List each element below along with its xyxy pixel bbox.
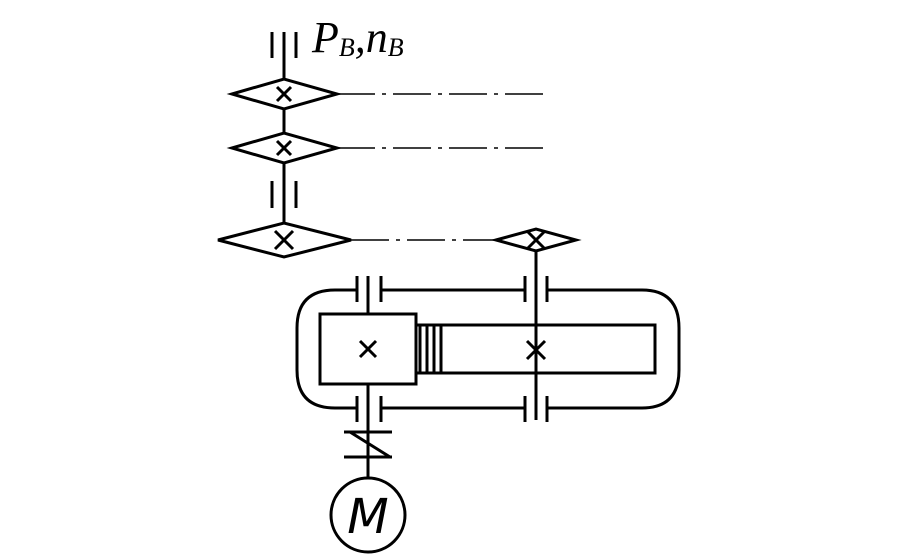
speed-subscript: B [388,33,404,62]
electric-motor [329,476,407,554]
large-driven-sprocket [217,221,352,259]
speed-symbol: n [366,13,388,62]
output-shaft-top-bearing [523,276,549,302]
coupling-symbol [344,430,392,459]
motor-label: M [347,489,388,545]
worm-gear [318,312,418,386]
input-shaft-top-bearing [355,276,383,302]
sprocket-1 [226,77,343,111]
middle-bearing-symbol [270,181,298,208]
output-shaft-bottom-bearing [523,396,549,422]
small-driving-sprocket [490,227,582,253]
gear-mesh-lines [418,326,443,373]
worm-wheel [414,323,657,375]
output-shaft-label: PB,nB [311,13,404,62]
gearbox-housing [295,288,681,410]
input-shaft-bottom-bearing [355,396,383,422]
power-symbol: P [311,13,339,62]
power-subscript: B [339,33,355,62]
label-separator: , [355,13,366,62]
sprocket-2 [226,131,343,165]
top-bearing-symbol [270,32,298,58]
